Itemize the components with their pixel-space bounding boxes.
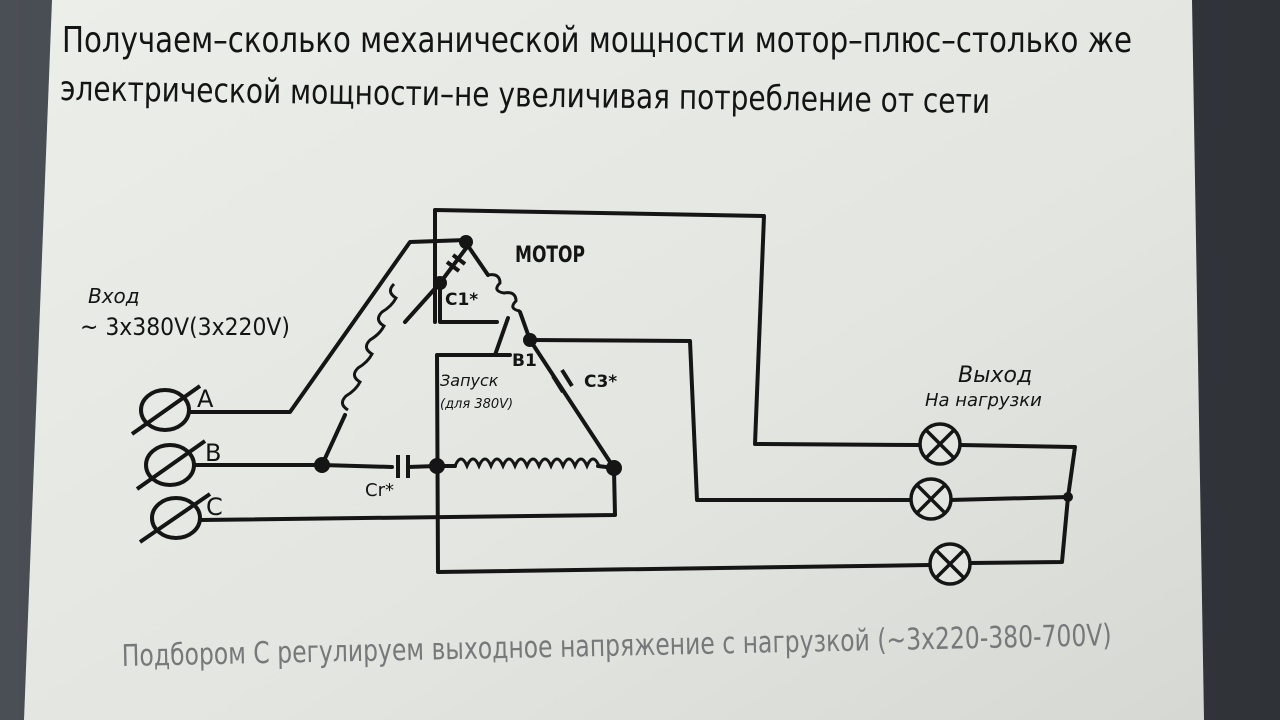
junction-common: [1063, 492, 1073, 502]
wire-phase-c: [198, 468, 617, 522]
label-c3: C3*: [584, 372, 617, 392]
label-cr: Cr*: [365, 480, 394, 501]
label-phase-b: B: [205, 439, 221, 467]
header-line-1: Получаем–сколько механической мощности м…: [62, 20, 1132, 61]
wire-phase-a: [188, 238, 468, 414]
switch-b1: [493, 316, 510, 357]
wire-output-2-end: [948, 495, 1070, 502]
junctions: [314, 235, 1073, 502]
terminal-a: [130, 384, 202, 436]
capacitor-c3: [551, 368, 574, 394]
terminal-b: [135, 439, 207, 491]
wire-output-1: [433, 208, 921, 447]
label-b1: B1: [512, 351, 537, 371]
output-lamps: [909, 422, 972, 586]
label-input-title: Вход: [88, 284, 140, 308]
junction-c1: [433, 276, 447, 290]
junction-start: [429, 458, 445, 474]
label-c1: C1*: [445, 290, 478, 310]
label-motor: МОТОР: [515, 243, 585, 268]
lamp-2: [909, 477, 953, 521]
label-input-spec: ~ 3х380V(3х220V): [80, 313, 290, 341]
label-phase-c: C: [206, 493, 223, 521]
junction-b1: [523, 333, 537, 347]
winding-left-low: [320, 413, 347, 467]
label-phase-a: A: [197, 385, 214, 413]
input-terminals: [130, 384, 212, 544]
lamp-3: [928, 542, 972, 586]
paper-sheet: [24, 0, 1204, 720]
coil-left: [341, 282, 398, 412]
c1-bridge: [438, 281, 499, 324]
capacitor-cr: [396, 455, 410, 478]
label-start-title: Запуск: [440, 371, 499, 390]
label-output-note: На нагрузки: [925, 390, 1042, 411]
junction-b: [314, 457, 330, 473]
capacitor-c1: [445, 253, 467, 273]
junction-top: [459, 235, 473, 249]
lamp-1: [918, 422, 962, 466]
terminal-c: [138, 492, 212, 544]
coil-start: [453, 457, 601, 470]
wire-phase-b: [193, 463, 394, 469]
label-output-title: Выход: [958, 363, 1032, 388]
junction-c: [606, 460, 622, 476]
wire-output-2: [528, 338, 914, 502]
capacitors: [396, 253, 574, 478]
label-start-note: (для 380V): [440, 397, 513, 412]
coil-right: [487, 273, 521, 313]
winding-right-top: [464, 241, 490, 277]
coils: [341, 273, 601, 470]
